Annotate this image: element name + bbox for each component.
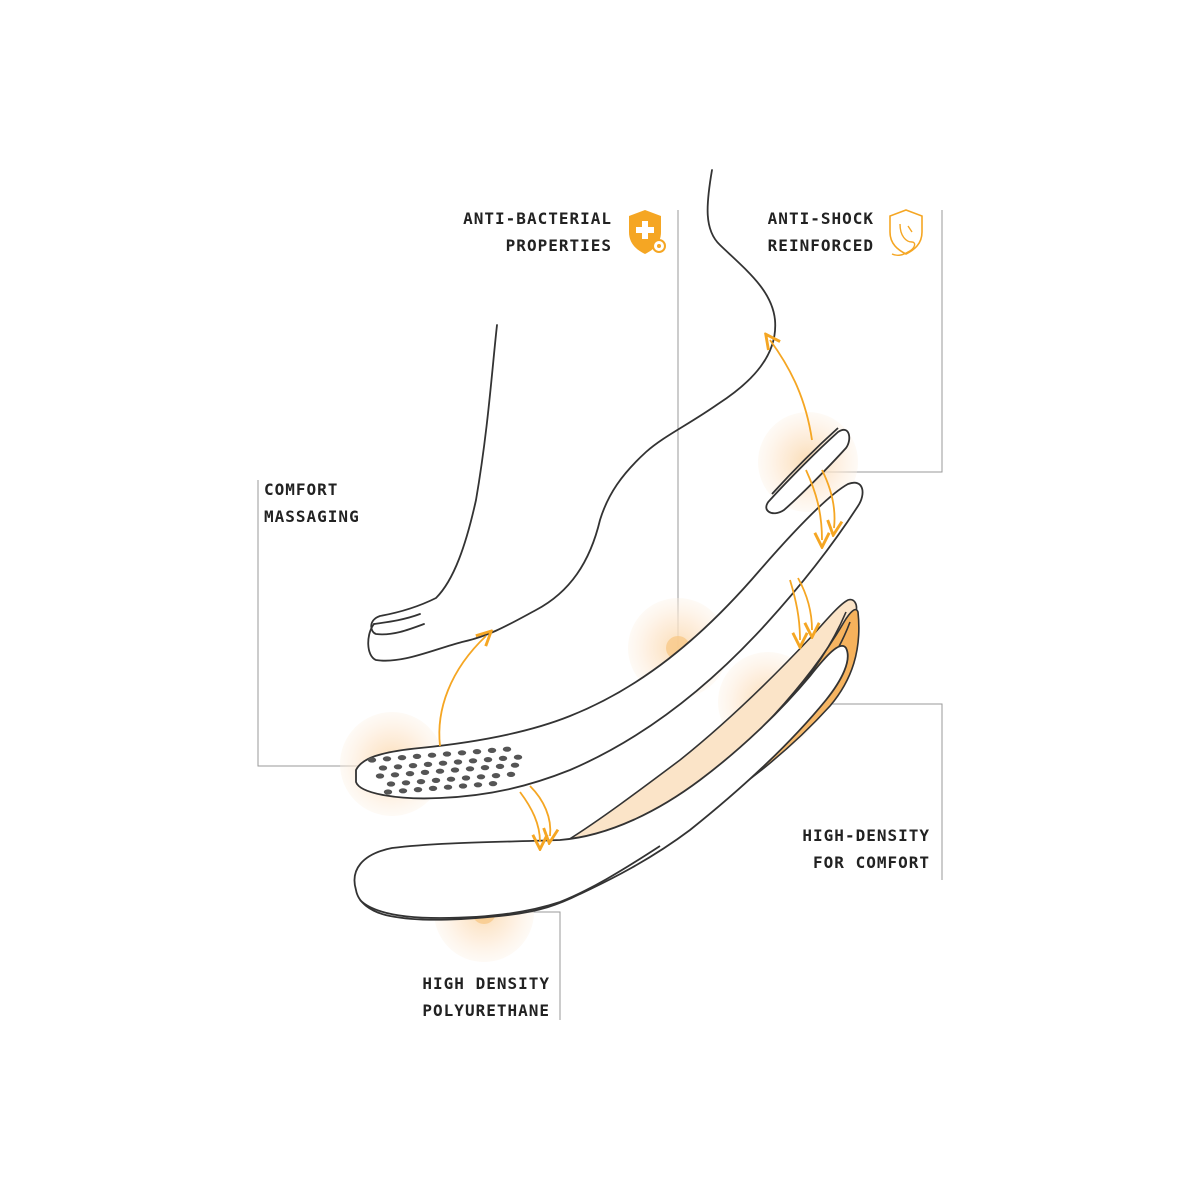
massage-dot — [375, 773, 385, 779]
massage-dot — [473, 782, 483, 788]
massage-dot — [393, 764, 403, 770]
massage-dot — [476, 774, 486, 780]
massage-dot — [483, 757, 493, 763]
massage-dot — [443, 784, 453, 790]
heel-pad — [765, 427, 851, 515]
massage-dot — [428, 785, 438, 792]
massage-dot — [495, 763, 505, 770]
callout-anti-shock-line1: ANTI-SHOCK — [767, 209, 874, 228]
massage-dot — [487, 747, 497, 754]
massage-dots — [367, 746, 523, 795]
massage-dot — [480, 765, 490, 771]
arrow-heel-down-2 — [821, 469, 835, 528]
callout-anti-bacterial-line1: ANTI-BACTERIAL — [463, 209, 612, 228]
callout-anti-bacterial: ANTI-BACTERIAL PROPERTIES — [440, 205, 612, 259]
callout-anti-shock: ANTI-SHOCK REINFORCED — [730, 205, 874, 259]
massage-dot — [457, 750, 467, 756]
callout-high-density-pu: HIGH DENSITY POLYURETHANE — [400, 970, 550, 1024]
leader-anti-shock — [822, 210, 943, 473]
callout-comfort-massaging-line2: MASSAGING — [264, 507, 360, 526]
massage-dot — [446, 776, 456, 782]
massage-dot — [378, 765, 388, 771]
massage-dot — [453, 759, 463, 765]
massage-dot — [498, 755, 508, 762]
massage-dot — [416, 779, 426, 785]
massage-dot — [450, 767, 460, 773]
massage-dot — [502, 746, 512, 752]
massage-dot — [405, 771, 415, 777]
massage-dot — [465, 766, 475, 772]
callout-comfort-massaging-line1: COMFORT — [264, 480, 339, 499]
massage-dot — [488, 781, 498, 787]
massage-dot — [510, 762, 520, 768]
massage-dot — [438, 760, 448, 766]
arrow-toe-down-1 — [519, 791, 540, 842]
massage-dot — [468, 758, 478, 764]
callout-anti-shock-line2: REINFORCED — [767, 236, 874, 255]
callout-high-density-comfort-line2: FOR COMFORT — [813, 853, 930, 872]
callout-anti-bacterial-line2: PROPERTIES — [505, 236, 612, 255]
shield-plus-icon — [629, 210, 666, 254]
top-layer-insole — [355, 481, 864, 800]
arrow-mid-down-1 — [789, 579, 800, 640]
direction-arrows — [438, 340, 835, 842]
massage-dot — [367, 757, 377, 763]
callout-comfort-massaging: COMFORT MASSAGING — [264, 476, 360, 530]
massage-dot — [472, 749, 482, 755]
massage-dot — [506, 771, 516, 778]
massage-dot — [420, 769, 430, 776]
massage-dot — [442, 751, 452, 757]
arrow-mid-down-2 — [797, 577, 812, 630]
massage-dot — [397, 755, 407, 761]
massage-dot — [435, 768, 445, 774]
callout-high-density-pu-line2: POLYURETHANE — [422, 1001, 550, 1020]
massage-dot — [386, 781, 396, 787]
massage-dot — [412, 753, 422, 760]
arrow-heel-down-1 — [805, 469, 822, 540]
massage-dot — [461, 775, 471, 781]
massage-dot — [427, 752, 437, 758]
callout-high-density-comfort: HIGH-DENSITY FOR COMFORT — [780, 822, 930, 876]
massage-dot — [383, 789, 393, 795]
massage-dot — [401, 780, 411, 786]
massage-dot — [398, 788, 408, 794]
callout-high-density-comfort-line1: HIGH-DENSITY — [802, 826, 930, 845]
massage-dot — [382, 756, 392, 762]
arrow-heel-up — [770, 340, 813, 441]
foot-outline — [367, 169, 777, 662]
massage-dot — [491, 773, 501, 779]
massage-dot — [408, 763, 418, 769]
shield-heel-icon — [889, 209, 923, 257]
massage-dot — [458, 783, 468, 789]
massage-dot — [513, 754, 523, 760]
massage-dot — [431, 777, 441, 784]
massage-dot — [423, 761, 433, 768]
arrow-toe-up — [438, 636, 486, 747]
massage-dot — [413, 787, 423, 793]
callout-high-density-pu-line1: HIGH DENSITY — [422, 974, 550, 993]
massage-dot — [390, 772, 400, 778]
arrow-toe-down-2 — [529, 785, 550, 836]
